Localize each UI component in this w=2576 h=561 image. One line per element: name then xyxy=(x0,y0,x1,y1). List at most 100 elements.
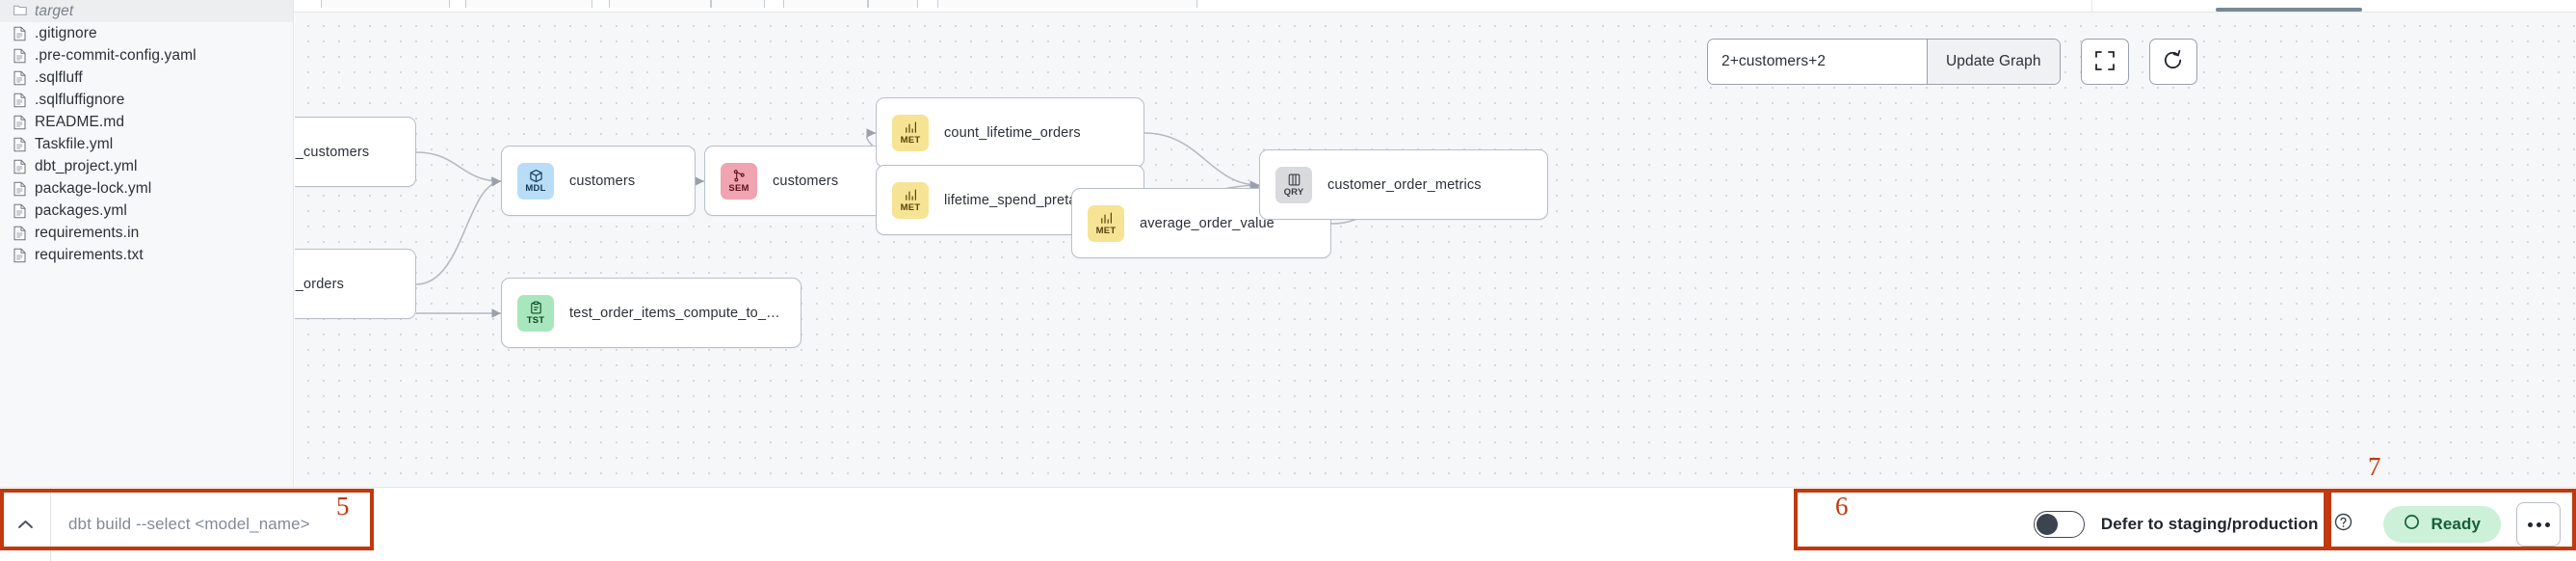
graph-node-label: test_order_items_compute_to_bools… xyxy=(569,305,801,321)
dbt-command-input[interactable] xyxy=(51,488,367,561)
file-row[interactable]: dbt_project.yml xyxy=(0,155,293,177)
ellipsis-icon xyxy=(2536,521,2541,527)
file-row[interactable]: Taskfile.yml xyxy=(0,133,293,155)
refresh-icon-button[interactable] xyxy=(2148,39,2197,85)
node-badge-abbr: MET xyxy=(900,202,921,213)
file-row[interactable]: .gitignore xyxy=(0,22,293,44)
file-name-label: requirements.txt xyxy=(35,246,144,263)
refresh-icon xyxy=(2162,49,2184,74)
graph-node-label: stg_orders xyxy=(295,276,345,292)
file-name-label: .pre-commit-config.yaml xyxy=(35,46,197,64)
query-icon: QRY xyxy=(1275,166,1312,203)
graph-toolbar: Update Graph xyxy=(1707,39,2197,85)
file-explorer-sidebar: target .gitignore .pre-commit-config.yaml.… xyxy=(0,0,294,487)
circle-icon xyxy=(2404,514,2420,535)
tab-stub[interactable] xyxy=(465,0,592,8)
more-options-button[interactable] xyxy=(2516,502,2561,547)
graph-node[interactable]: MDL customers xyxy=(501,146,696,216)
folder-icon xyxy=(13,4,27,18)
file-icon xyxy=(13,203,26,219)
graph-node[interactable]: SEM customers xyxy=(704,146,889,216)
graph-select-group: Update Graph xyxy=(1707,39,2061,85)
graph-node[interactable]: MDLstg_orders xyxy=(295,249,416,319)
ellipsis-icon xyxy=(2527,521,2533,527)
tab-stub[interactable] xyxy=(783,0,868,8)
toggle-knob xyxy=(2036,514,2058,535)
status-badge[interactable]: Ready xyxy=(2383,506,2501,543)
test-clipboard-icon: TST xyxy=(517,294,554,332)
graph-node[interactable]: MDLstg_customers xyxy=(295,117,416,187)
file-name-label: packages.yml xyxy=(35,201,127,219)
graph-node[interactable]: TST test_order_items_compute_to_bools… xyxy=(501,278,802,348)
file-icon xyxy=(13,248,26,263)
file-name-label: .sqlfluffignore xyxy=(35,91,125,108)
status-badge-label: Ready xyxy=(2431,515,2481,533)
file-row[interactable]: packages.yml xyxy=(0,200,293,222)
fullscreen-icon xyxy=(2094,50,2116,74)
graph-node-label: customers xyxy=(569,173,636,189)
tab-stub[interactable] xyxy=(711,0,765,8)
active-tab-indicator xyxy=(2216,8,2362,12)
file-icon xyxy=(13,115,26,130)
file-row[interactable]: target xyxy=(0,0,293,22)
node-badge-abbr: MET xyxy=(900,135,921,146)
node-badge-abbr: SEM xyxy=(728,183,749,194)
tab-stub[interactable] xyxy=(937,0,1197,8)
file-row[interactable]: requirements.txt xyxy=(0,244,293,266)
file-row[interactable]: README.md xyxy=(0,111,293,133)
bottom-status-bar: Defer to staging/production Ready xyxy=(0,487,2576,561)
node-badge-abbr: QRY xyxy=(1283,187,1304,198)
file-name-label: README.md xyxy=(35,113,125,130)
file-name-label: Taskfile.yml xyxy=(35,135,114,152)
graph-select-input[interactable] xyxy=(1708,40,1927,84)
file-icon xyxy=(13,26,26,41)
graph-node-label: customer_order_metrics xyxy=(1327,176,1482,193)
defer-toggle[interactable] xyxy=(2033,511,2085,538)
tab-strip-divider xyxy=(2091,0,2092,13)
ellipsis-icon xyxy=(2544,521,2550,527)
question-circle-icon[interactable] xyxy=(2334,513,2353,536)
metric-bars-icon: MET xyxy=(1088,204,1124,242)
file-icon xyxy=(13,181,26,197)
update-graph-button[interactable]: Update Graph xyxy=(1927,40,2060,84)
graph-node-label: stg_customers xyxy=(295,144,370,160)
metric-bars-icon: MET xyxy=(892,181,929,219)
file-row[interactable]: package-lock.yml xyxy=(0,177,293,200)
file-icon xyxy=(13,93,26,108)
file-icon xyxy=(13,70,26,86)
file-name-label: .sqlfluff xyxy=(35,68,83,86)
semantic-icon: SEM xyxy=(721,162,757,200)
defer-control-group: Defer to staging/production xyxy=(2033,488,2375,561)
file-name-label: package-lock.yml xyxy=(35,179,152,197)
fullscreen-icon-button[interactable] xyxy=(2080,39,2129,85)
graph-edges xyxy=(415,128,1367,318)
chevron-up-icon[interactable] xyxy=(0,488,51,561)
model-cube-icon: MDL xyxy=(517,162,554,200)
graph-node-label: count_lifetime_orders xyxy=(944,124,1081,141)
file-name-label: dbt_project.yml xyxy=(35,157,138,174)
tab-stub[interactable] xyxy=(609,0,711,8)
node-badge-abbr: MDL xyxy=(525,183,546,194)
file-row[interactable]: .pre-commit-config.yaml xyxy=(0,44,293,67)
file-icon xyxy=(13,48,26,64)
file-icon xyxy=(13,226,26,241)
metric-bars-icon: MET xyxy=(892,114,929,151)
defer-label: Defer to staging/production xyxy=(2100,515,2319,533)
lineage-graph-canvas[interactable]: MDLstg_customersMDLstg_orders MDL customer… xyxy=(295,13,2576,487)
file-list: target .gitignore .pre-commit-config.yaml.… xyxy=(0,0,293,266)
node-badge-abbr: MET xyxy=(1095,226,1117,236)
graph-node[interactable]: MET count_lifetime_orders xyxy=(876,97,1144,168)
graph-node-label: customers xyxy=(773,173,839,189)
file-name-label: requirements.in xyxy=(35,224,140,241)
file-name-label: target xyxy=(35,2,74,19)
tab-stub[interactable] xyxy=(321,0,450,8)
file-icon xyxy=(13,137,26,152)
file-row[interactable]: requirements.in xyxy=(0,222,293,244)
graph-node[interactable]: QRY customer_order_metrics xyxy=(1259,149,1548,220)
file-row[interactable]: .sqlfluff xyxy=(0,67,293,89)
editor-tab-strip xyxy=(294,0,2576,13)
file-icon xyxy=(13,159,26,174)
tab-stub[interactable] xyxy=(868,0,918,8)
file-row[interactable]: .sqlfluffignore xyxy=(0,89,293,111)
